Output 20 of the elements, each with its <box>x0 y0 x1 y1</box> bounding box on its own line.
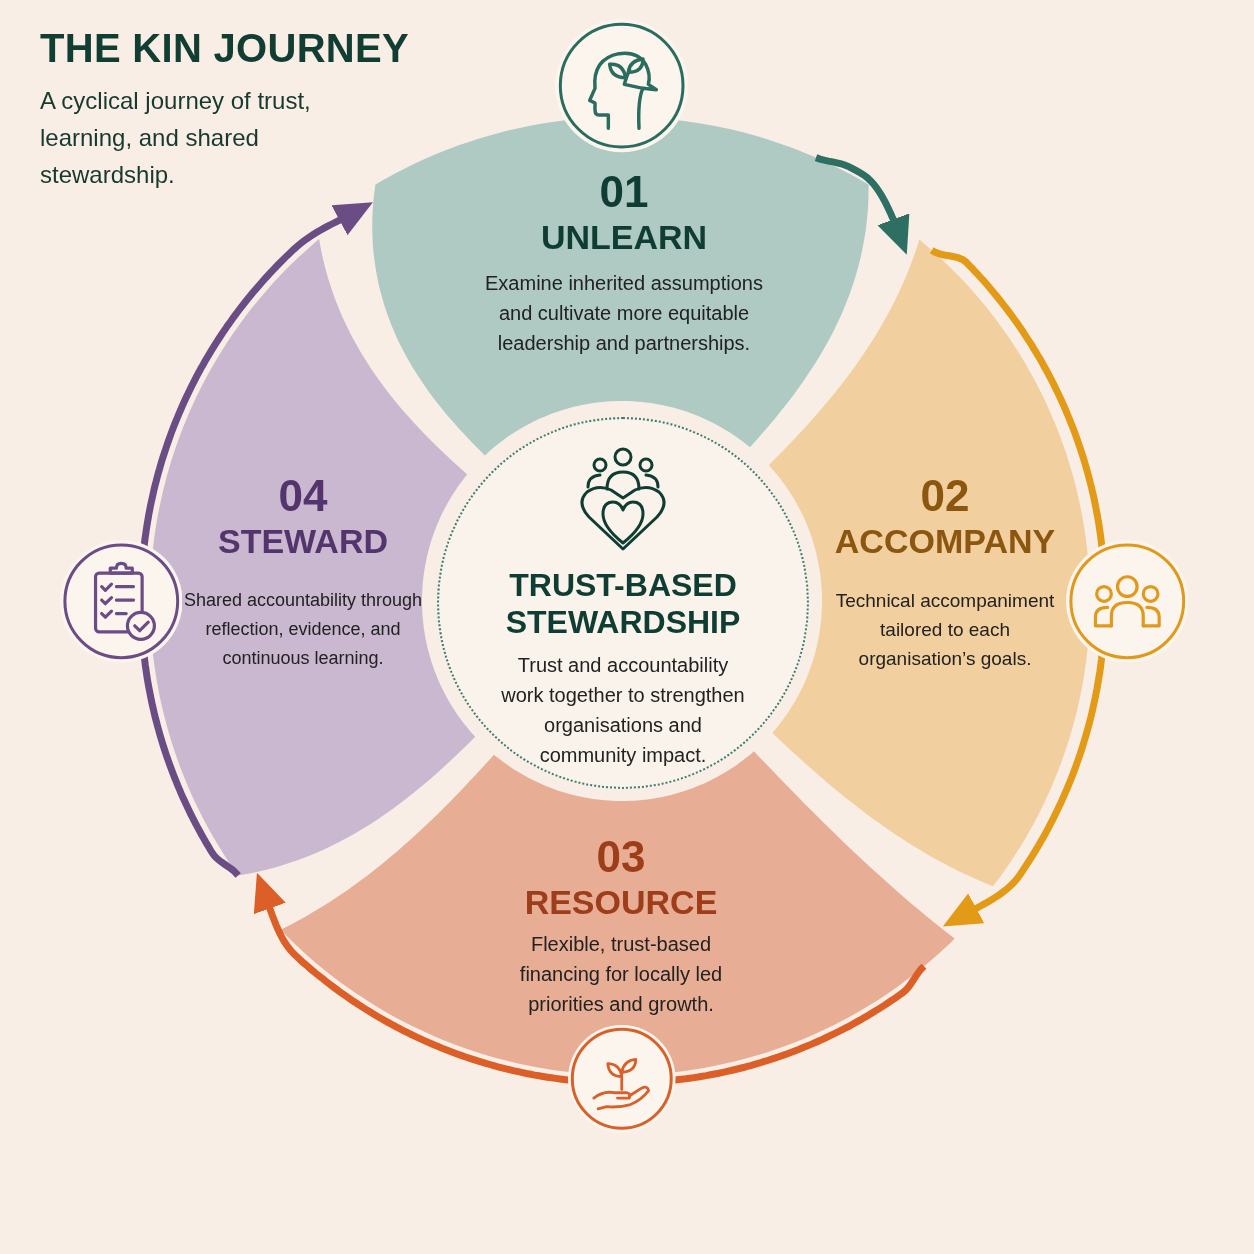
step-title: ACCOMPANY <box>834 521 1056 562</box>
cycle-segment <box>372 117 869 456</box>
step-description: Technical accompaniment tailored to each organisation’s goals. <box>834 589 1056 671</box>
step-number: 03 <box>596 833 646 881</box>
center-title: TRUST-BASED STEWARDSHIP <box>504 567 742 641</box>
step-title: STEWARD <box>218 521 388 562</box>
step-number: 01 <box>599 168 649 216</box>
step-number: 02 <box>920 472 970 520</box>
step-description: Flexible, trust-based financing for locally led priorities and growth. <box>518 932 724 1017</box>
step-title: UNLEARN <box>540 217 708 258</box>
center-description: Trust and accountability work together to strengthen organisations and community impact. <box>500 653 746 768</box>
step-title: RESOURCE <box>524 882 718 923</box>
cycle-segment <box>768 239 1090 887</box>
diagram-title: THE KIN JOURNEY <box>40 25 409 72</box>
cycle-segment <box>150 239 476 876</box>
subtitle: A cyclical journey of trust, learning, and shared stewardship. <box>40 86 312 190</box>
step-description: Shared accountability through reflection, evidence, and continuous learning. <box>182 589 424 670</box>
step-number: 04 <box>278 472 328 520</box>
step-description: Examine inherited assumptions and cultivate more equitable leadership and partnerships. <box>484 271 764 356</box>
cycle-arrow <box>814 154 910 255</box>
